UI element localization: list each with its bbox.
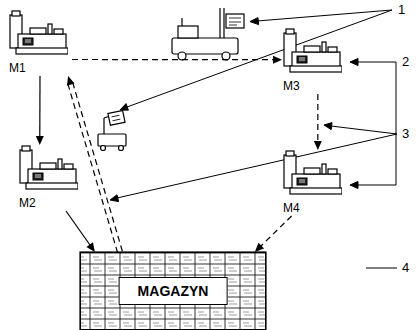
machine-tool: M4 [282,150,346,216]
leader-lines [357,62,396,63]
machine-label: M2 [18,196,37,210]
machine-label: M4 [282,201,301,215]
callout-number: 1 [398,2,405,17]
agv-forklift [226,14,244,28]
robot-cart [108,110,125,125]
callout-number: 2 [402,54,409,69]
agv-forklift [178,26,198,38]
machine-tool: M1 [8,10,72,76]
arrow-head [273,56,282,64]
robot-cart [98,110,126,150]
flow-connector [72,56,282,64]
arrow-head [255,243,264,252]
callout-number: 3 [402,126,409,141]
machine-symbol [284,29,342,72]
machine-symbol [282,150,342,198]
machine-symbol [284,151,342,194]
flow-connector [314,94,322,150]
leader-lines [331,126,397,134]
robot-cart [98,134,126,146]
warehouse-racks [80,252,266,330]
flow-line [260,216,292,247]
machine-symbol [10,11,68,54]
flow-connector [255,216,292,252]
leader-lines [357,185,396,186]
robot-cart [119,146,124,151]
agv-forklift [222,52,230,60]
leader-lines [350,182,358,189]
leader-lines [396,62,397,185]
flow-connector [36,76,44,145]
leader-lines [324,123,332,130]
flow-line [39,76,40,138]
leader-lines [350,59,358,66]
warehouse-label: MAGAZYN [119,277,228,305]
leader-lines [110,10,397,268]
flow-line [317,94,318,143]
arrow-head [314,141,322,150]
flow-line [72,59,275,60]
leader-lines [366,268,397,269]
agv-forklift [181,18,182,26]
flow-line [68,83,118,252]
leader-lines [250,18,259,25]
machine-symbol [20,146,78,189]
robot-cart [101,146,106,151]
flow-connector [67,76,123,253]
agv-forklift [219,8,220,38]
machine-label: M1 [8,61,27,75]
agv-forklift [172,8,244,60]
flow-connector [66,211,95,252]
machine-symbol [18,145,78,193]
leader-lines [257,10,392,21]
arrow-head [67,76,75,86]
robot-cart [112,115,121,121]
flow-line [73,82,123,251]
robot-cart [103,118,104,134]
arrow-head [36,136,44,145]
warehouse-box: MAGAZYN [80,252,266,330]
callout-number: 4 [402,260,409,275]
leader-lines [117,134,397,198]
leader-lines [110,195,119,202]
machine-tool: M2 [18,145,82,211]
arrow-head [86,242,94,252]
agv-forklift [223,8,224,38]
machine-symbol [282,28,342,76]
agv-forklift [178,52,186,60]
flow-line [66,211,91,246]
agv-forklift [229,18,241,25]
machine-label: M3 [282,79,301,93]
leader-lines [120,104,128,111]
leader-lines [127,10,392,107]
machine-symbol [8,10,68,58]
machine-tool: M3 [282,28,346,94]
